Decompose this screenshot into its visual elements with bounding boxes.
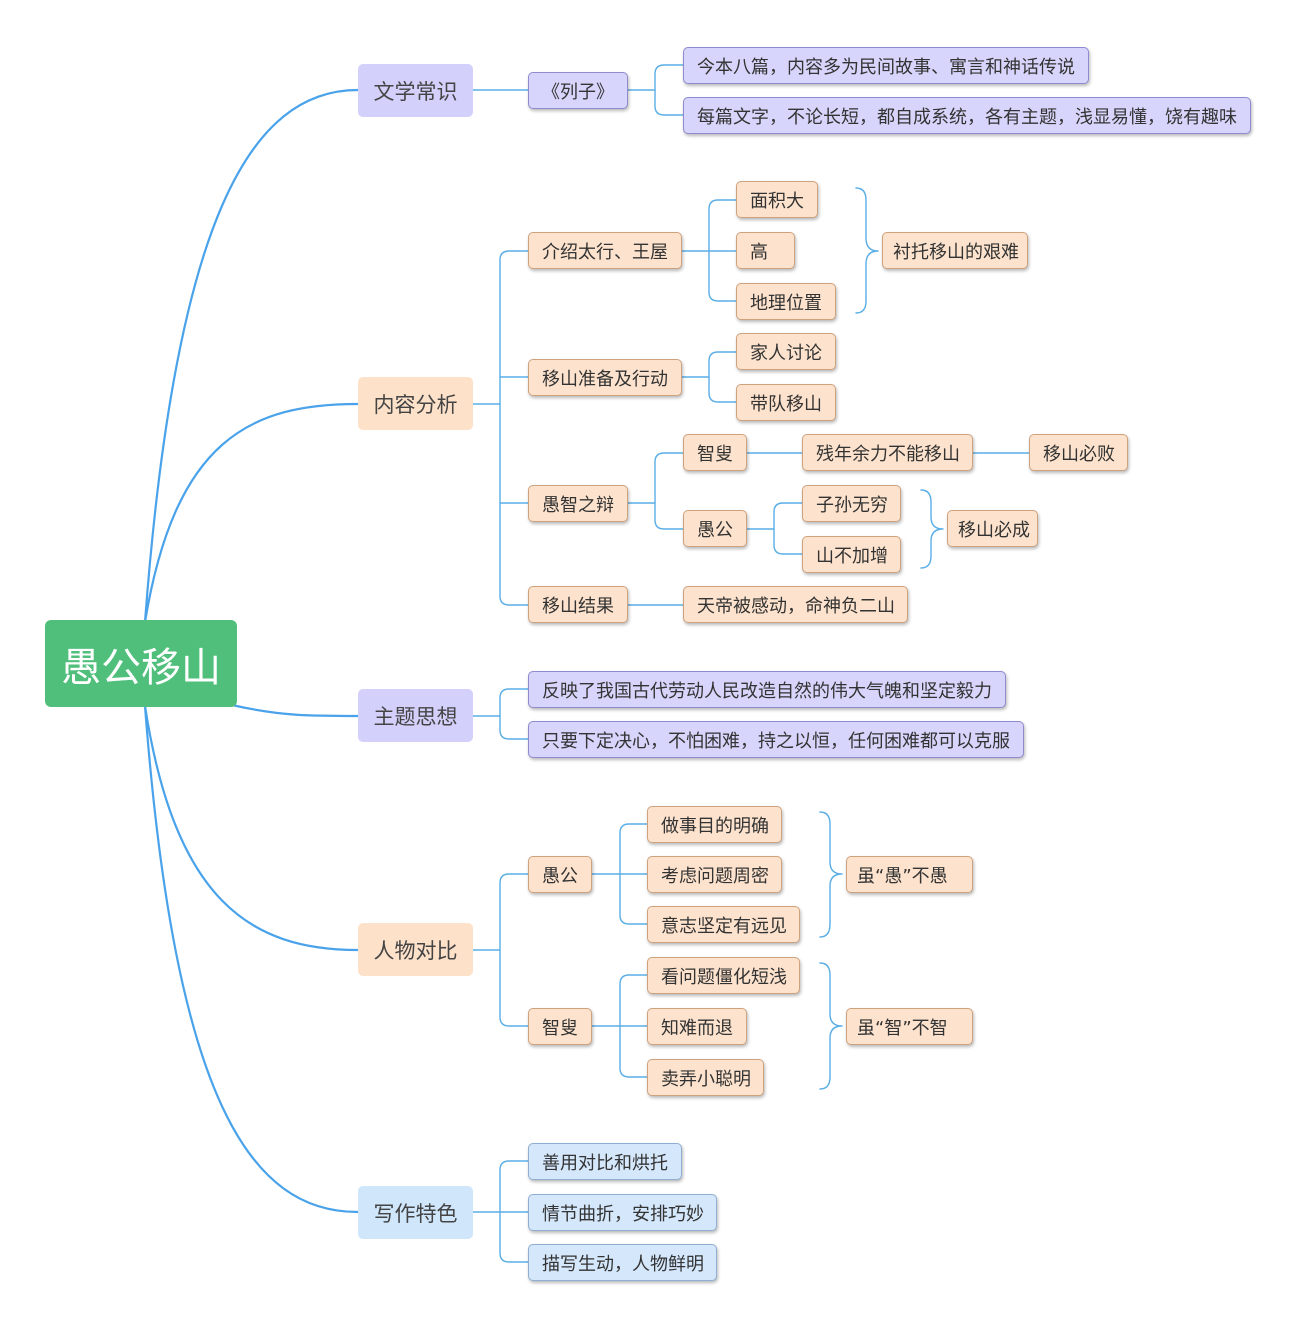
node-literature-note[interactable]: 每篇文字，不论长短，都自成系统，各有主题，浅显易懂，饶有趣味 — [683, 97, 1251, 134]
node-prep-item[interactable]: 家人讨论 — [736, 333, 836, 370]
node-debate-yugong[interactable]: 愚公 — [683, 510, 747, 547]
node-prep[interactable]: 移山准备及行动 — [528, 359, 682, 396]
node-result-detail[interactable]: 天帝被感动，命神负二山 — [683, 586, 908, 623]
node-debate-yugong-reason[interactable]: 子孙无穷 — [802, 485, 901, 522]
node-char-summary[interactable]: 虽“愚”不愚 — [846, 856, 973, 893]
node-prep-item[interactable]: 带队移山 — [736, 384, 836, 421]
node-char-zhisou[interactable]: 智叟 — [528, 1008, 592, 1045]
node-debate-zhisou[interactable]: 智叟 — [683, 434, 747, 471]
node-intro-summary[interactable]: 衬托移山的艰难 — [882, 232, 1028, 269]
node-literature-note[interactable]: 今本八篇，内容多为民间故事、寓言和神话传说 — [683, 47, 1089, 84]
topic-writing[interactable]: 写作特色 — [358, 1186, 473, 1239]
node-debate-yugong-result[interactable]: 移山必成 — [947, 510, 1038, 547]
summary-braces — [819, 187, 944, 1090]
node-char-trait[interactable]: 看问题僵化短浅 — [647, 957, 800, 994]
node-theme-item[interactable]: 只要下定决心，不怕困难，持之以恒，任何困难都可以克服 — [528, 721, 1024, 758]
node-char-trait[interactable]: 做事目的明确 — [647, 806, 782, 843]
node-debate[interactable]: 愚智之辩 — [528, 485, 628, 522]
node-debate-yugong-reason[interactable]: 山不加增 — [802, 536, 901, 573]
node-char-trait[interactable]: 知难而退 — [647, 1008, 747, 1045]
node-char-trait[interactable]: 考虑问题周密 — [647, 856, 782, 893]
node-intro[interactable]: 介绍太行、王屋 — [528, 232, 682, 269]
node-char-yugong[interactable]: 愚公 — [528, 856, 592, 893]
topic-theme[interactable]: 主题思想 — [358, 689, 473, 742]
node-writing-item[interactable]: 情节曲折，安排巧妙 — [528, 1194, 717, 1231]
node-result[interactable]: 移山结果 — [528, 586, 628, 623]
node-book-liezi[interactable]: 《列子》 — [528, 72, 628, 109]
node-debate-zhisou-reason[interactable]: 残年余力不能移山 — [802, 434, 973, 471]
sub-branch-lines — [472, 64, 1030, 1263]
node-writing-item[interactable]: 描写生动，人物鲜明 — [528, 1244, 717, 1281]
node-theme-item[interactable]: 反映了我国古代劳动人民改造自然的伟大气魄和坚定毅力 — [528, 671, 1006, 708]
node-intro-item[interactable]: 高 — [736, 232, 795, 269]
topic-characters[interactable]: 人物对比 — [358, 923, 473, 976]
main-branch-lines — [143, 88, 360, 1214]
node-debate-zhisou-result[interactable]: 移山必败 — [1029, 434, 1128, 471]
node-writing-item[interactable]: 善用对比和烘托 — [528, 1143, 682, 1180]
topic-content-analysis[interactable]: 内容分析 — [358, 377, 473, 430]
node-char-summary[interactable]: 虽“智”不智 — [846, 1008, 973, 1045]
node-char-trait[interactable]: 意志坚定有远见 — [647, 906, 800, 943]
node-intro-item[interactable]: 地理位置 — [736, 283, 836, 320]
root-topic[interactable]: 愚公移山 — [45, 620, 237, 707]
node-intro-item[interactable]: 面积大 — [736, 181, 818, 218]
topic-literature[interactable]: 文学常识 — [358, 64, 473, 117]
node-char-trait[interactable]: 卖弄小聪明 — [647, 1059, 764, 1096]
